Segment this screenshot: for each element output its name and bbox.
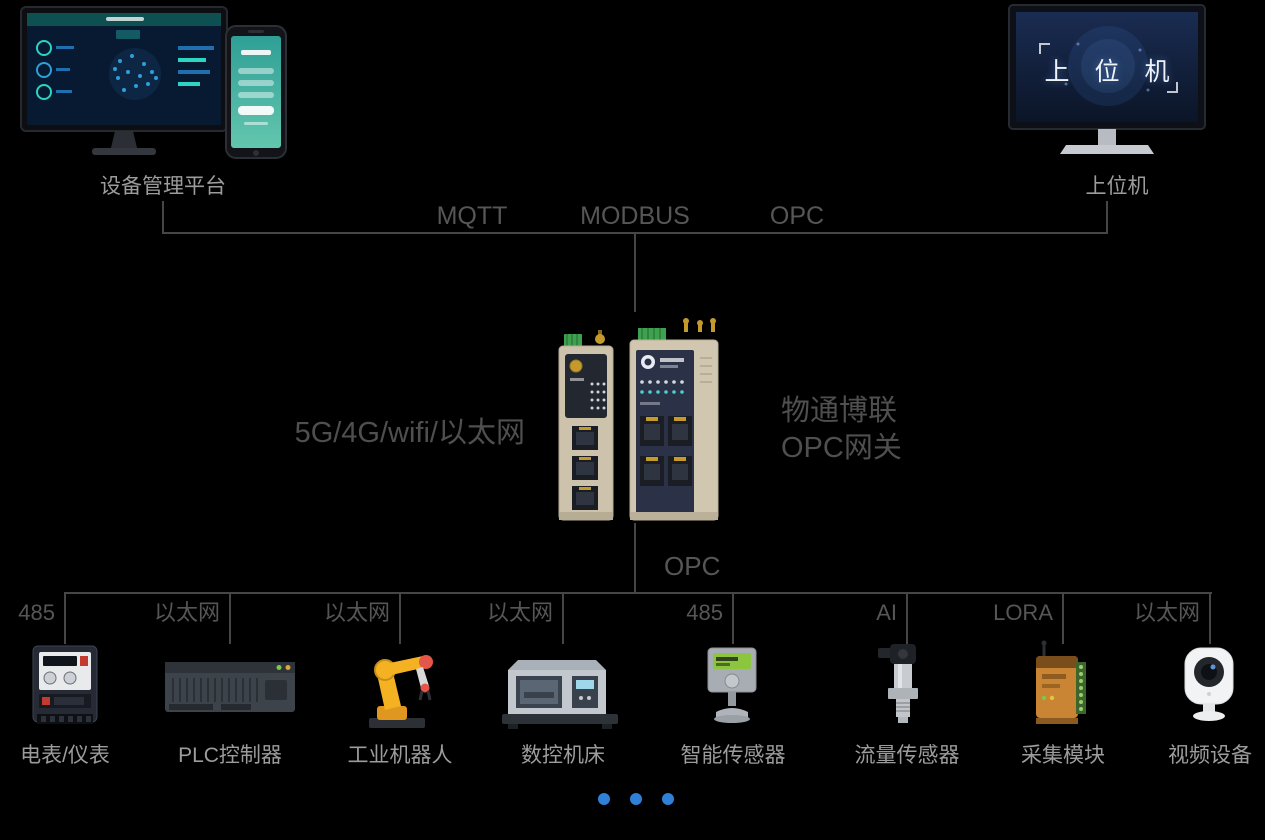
protocol-label-modbus: MODBUS [580, 202, 690, 230]
cnc-machine-icon [502, 660, 618, 729]
flow-sensor-icon [878, 644, 918, 723]
drop-line [906, 592, 908, 644]
drop-line [562, 592, 564, 644]
carousel-dot-1[interactable] [598, 793, 610, 805]
interface-label: LORA [993, 600, 1053, 625]
carousel-pagination [598, 793, 674, 805]
collector-module-icon [1036, 640, 1086, 724]
robot-arm-icon [369, 655, 433, 728]
drop-line [1209, 592, 1211, 644]
opc-gateway-icon [629, 318, 719, 521]
device-name: 工业机器人 [347, 744, 453, 767]
drop-line [732, 592, 734, 644]
drop-line [1062, 592, 1064, 644]
gateway-uplink-label: 5G/4G/wifi/以太网 [294, 417, 525, 449]
host-label: 上位机 [1085, 175, 1149, 198]
host-monitor-icon [1008, 4, 1206, 154]
drop-line [399, 592, 401, 644]
device-name: 智能传感器 [680, 744, 786, 767]
device-column-meter: 485 电表/仪表 [0, 592, 150, 782]
interface-label: AI [876, 600, 897, 625]
plc-icon [165, 662, 295, 712]
protocol-label-opc: OPC [769, 202, 825, 230]
device-name: 采集模块 [1021, 744, 1105, 767]
drop-line [64, 592, 66, 644]
interface-label: 485 [18, 600, 55, 625]
protocol-label-mqtt: MQTT [436, 202, 508, 230]
interface-label: 以太网 [486, 600, 553, 625]
device-name: PLC控制器 [178, 744, 282, 767]
host-uplink-line [1106, 201, 1108, 232]
device-column-collector: LORA 采集模块 [978, 592, 1148, 782]
device-bus-line [64, 592, 1212, 594]
smart-sensor-icon [707, 647, 757, 723]
platform-uplink-line [162, 201, 164, 232]
mobile-app-icon [225, 25, 287, 159]
device-name: 流量传感器 [854, 744, 960, 767]
dashboard-monitor-icon [20, 6, 228, 155]
platform-label: 设备管理平台 [100, 175, 226, 198]
device-column-plc: 以太网 PLC控制器 [145, 592, 315, 782]
interface-label: 以太网 [153, 600, 220, 625]
interface-label: 以太网 [323, 600, 390, 625]
screen-bracket-icon [1167, 82, 1178, 93]
device-name: 电表/仪表 [20, 744, 110, 767]
camera-icon [1184, 647, 1234, 721]
carousel-dot-3[interactable] [662, 793, 674, 805]
gateway-uplink-line [634, 232, 636, 312]
device-name: 视频设备 [1168, 744, 1252, 767]
screen-bracket-icon [1039, 43, 1050, 54]
device-column-robot: 以太网 工业机器人 [315, 592, 485, 782]
gateway-downlink-line [634, 523, 636, 592]
interface-label: 485 [686, 600, 723, 625]
gateway-name-line2: OPC网关 [781, 432, 902, 464]
device-name: 数控机床 [521, 744, 605, 767]
downlink-protocol-label: OPC [664, 551, 721, 581]
device-column-cnc: 以太网 数控机床 [478, 592, 648, 782]
device-column-smart-sensor: 485 智能传感器 [648, 592, 818, 782]
device-column-flow-sensor: AI 流量传感器 [822, 592, 992, 782]
gateway-name-label: 物通博联 OPC网关 [781, 393, 902, 467]
carousel-dot-2[interactable] [630, 793, 642, 805]
interface-label: 以太网 [1133, 600, 1200, 625]
device-column-camera: 以太网 视频设备 [1125, 592, 1265, 782]
energy-meter-icon [32, 645, 98, 724]
drop-line [229, 592, 231, 644]
host-screen-title: 上 位 机 [1044, 58, 1179, 86]
gateway-name-line1: 物通博联 [781, 395, 898, 427]
wireless-gateway-icon [558, 330, 614, 521]
